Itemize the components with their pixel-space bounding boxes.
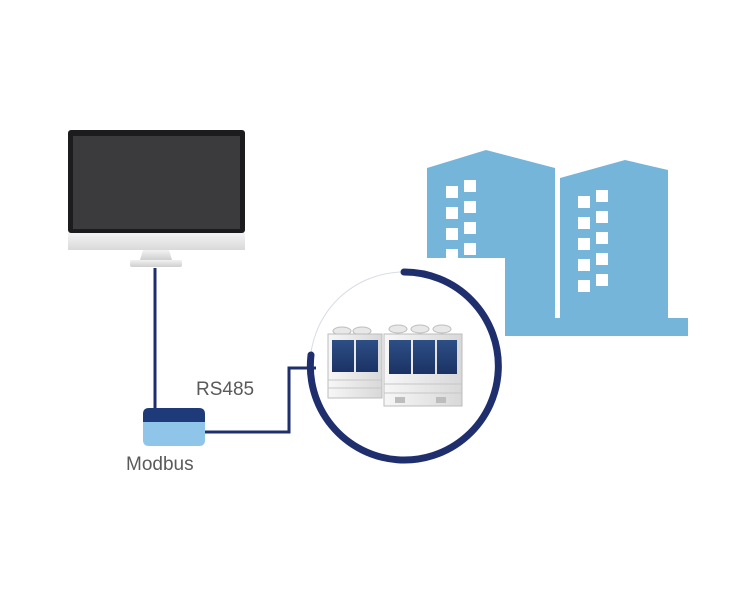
office-buildings-icon bbox=[427, 150, 688, 336]
monitor-chin bbox=[68, 233, 245, 250]
ring-arc bbox=[306, 268, 502, 464]
building-left bbox=[427, 150, 555, 336]
monitor-screen bbox=[73, 136, 240, 229]
modbus-gateway-icon bbox=[143, 408, 205, 446]
monitor-stand bbox=[130, 260, 182, 267]
chiller-right-panel-c bbox=[437, 340, 457, 374]
monitor-neck bbox=[140, 250, 172, 260]
cable-gateway-chiller bbox=[205, 366, 316, 434]
chiller-left-panel-a bbox=[332, 340, 354, 372]
chiller-fans bbox=[332, 324, 452, 336]
chiller-unit-icon bbox=[327, 324, 463, 407]
chiller-right-panel-a bbox=[389, 340, 411, 374]
rs485-label: RS485 bbox=[196, 379, 254, 400]
gateway-top bbox=[143, 408, 205, 422]
building-right bbox=[560, 160, 668, 336]
gateway-bottom bbox=[143, 422, 205, 446]
desktop-monitor-icon bbox=[68, 130, 245, 267]
modbus-label: Modbus bbox=[126, 454, 194, 475]
cables bbox=[153, 268, 316, 434]
chiller-left-panel-b bbox=[356, 340, 378, 372]
building-left-windows bbox=[446, 180, 476, 261]
building-right-windows bbox=[578, 190, 608, 292]
chiller-right-panel-b bbox=[413, 340, 435, 374]
